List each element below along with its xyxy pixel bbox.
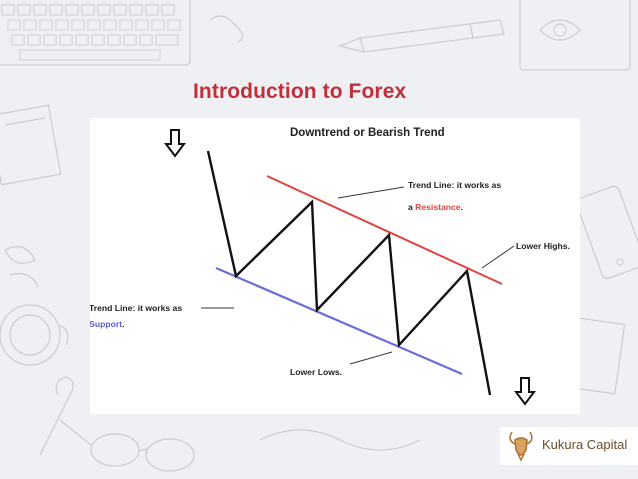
lower-lows-label: Lower Lows. [290,367,342,377]
paperclip-doodle-icon [209,15,244,43]
arrow-down-icon [164,129,186,158]
glasses-doodle-icon [59,419,195,472]
sketch-doodle-icon [259,429,421,451]
trend-diagram: Downtrend or Bearish Trend Trend Line: i… [90,127,570,406]
resistance-pointer [337,186,405,199]
price-zigzag-line [206,150,492,396]
diagram-panel: Downtrend or Bearish Trend Trend Line: i… [90,118,580,414]
spoon-doodle-icon [39,376,74,456]
brand-name: Kukura Capital [542,437,628,452]
kudu-head-icon [509,431,533,462]
resistance-trend-line [266,175,503,285]
resistance-label-line2: a Resistance. [408,202,463,212]
resistance-label-line1: Trend Line: it works as [408,180,501,190]
plant-doodle-icon [4,246,39,288]
notebook-doodle-icon [519,0,631,71]
slide-title: Introduction to Forex [193,80,407,103]
lower-highs-label: Lower Highs. [516,241,570,251]
keyboard-doodle-icon [0,0,191,66]
support-trend-line [215,266,463,376]
lower-highs-pointer [481,245,515,269]
arrow-down-icon [514,377,536,406]
lower-lows-pointer [349,351,393,365]
brand-logo: Kukura Capital [500,427,638,465]
phone-doodle-icon [576,185,638,279]
book-doodle-icon [0,104,62,186]
coffee-cup-doodle-icon [0,304,69,366]
diagram-heading: Downtrend or Bearish Trend [290,127,445,139]
support-label-line1: Trend Line: it works as [90,303,182,313]
pen-doodle-icon [338,19,505,53]
support-label-line2: a Support. [90,319,125,329]
